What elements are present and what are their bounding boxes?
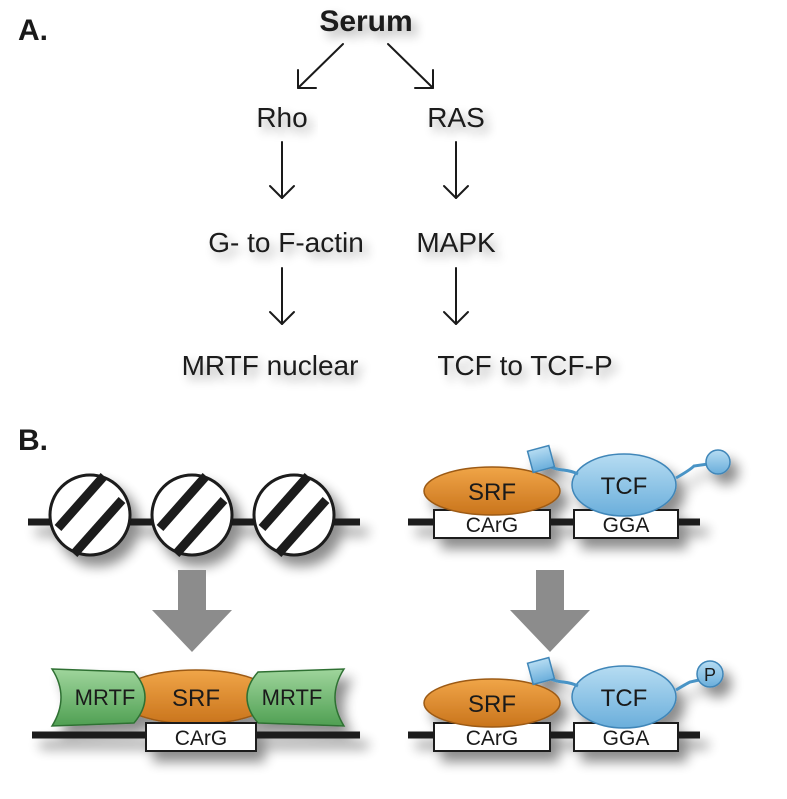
tcf-phospho-node: TCF to TCF-P — [437, 350, 612, 381]
srf-label: SRF — [468, 691, 516, 718]
panel-b-label: B. — [18, 424, 48, 457]
srf-protein — [423, 678, 561, 728]
srf-tcf-complex-unphosphorylated — [408, 444, 731, 539]
mapk-down-arrow — [443, 267, 469, 325]
actin-node: G- to F-actin — [208, 227, 364, 258]
tcf-label: TCF — [601, 685, 648, 712]
actin-down-arrow — [269, 267, 295, 325]
mrtf-right-label: MRTF — [262, 685, 323, 710]
carg-box — [145, 722, 257, 752]
rho-node: Rho — [256, 102, 307, 133]
tcf-square-domain — [526, 444, 556, 474]
phospho-circle — [696, 660, 724, 688]
tcf-protein — [571, 453, 677, 517]
srf-protein — [423, 466, 561, 516]
mrtf-protein-right — [246, 668, 346, 727]
mrtf-protein-left — [50, 668, 146, 727]
tcf-square-domain — [526, 656, 556, 686]
gga-label: GGA — [603, 727, 650, 750]
nucleosome-2 — [150, 473, 234, 557]
carg-label: CArG — [466, 727, 519, 750]
tcf-label: TCF — [601, 473, 648, 500]
tcf-c-linker — [675, 678, 700, 692]
tcf-c-terminal-domain — [705, 449, 731, 475]
ras-down-arrow — [443, 141, 469, 199]
nucleosome-1 — [48, 473, 132, 557]
block-arrow-right — [510, 570, 590, 652]
rho-down-arrow — [269, 141, 295, 199]
gga-label: GGA — [603, 514, 650, 537]
srf-label: SRF — [172, 685, 220, 712]
mrtf-srf-complex — [32, 668, 360, 752]
phospho-label: P — [704, 665, 716, 685]
srf-label: SRF — [468, 479, 516, 506]
serum-node: Serum — [319, 5, 412, 38]
nucleosome-dna — [28, 473, 360, 557]
mrtf-nuclear-node: MRTF nuclear — [182, 350, 359, 381]
nucleosome-3 — [252, 473, 336, 557]
panel-a-label: A. — [18, 14, 48, 47]
srf-tcf-complex-phosphorylated — [408, 656, 724, 752]
carg-label: CArG — [175, 727, 228, 750]
serum-to-ras-arrow — [387, 43, 434, 89]
mrtf-left-label: MRTF — [75, 685, 136, 710]
tcf-protein — [571, 665, 677, 729]
block-arrow-left — [152, 570, 232, 652]
serum-to-rho-arrow — [297, 43, 344, 89]
ras-node: RAS — [427, 102, 485, 133]
carg-label: CArG — [466, 514, 519, 537]
tcf-c-linker — [675, 462, 709, 480]
mapk-node: MAPK — [416, 227, 496, 258]
